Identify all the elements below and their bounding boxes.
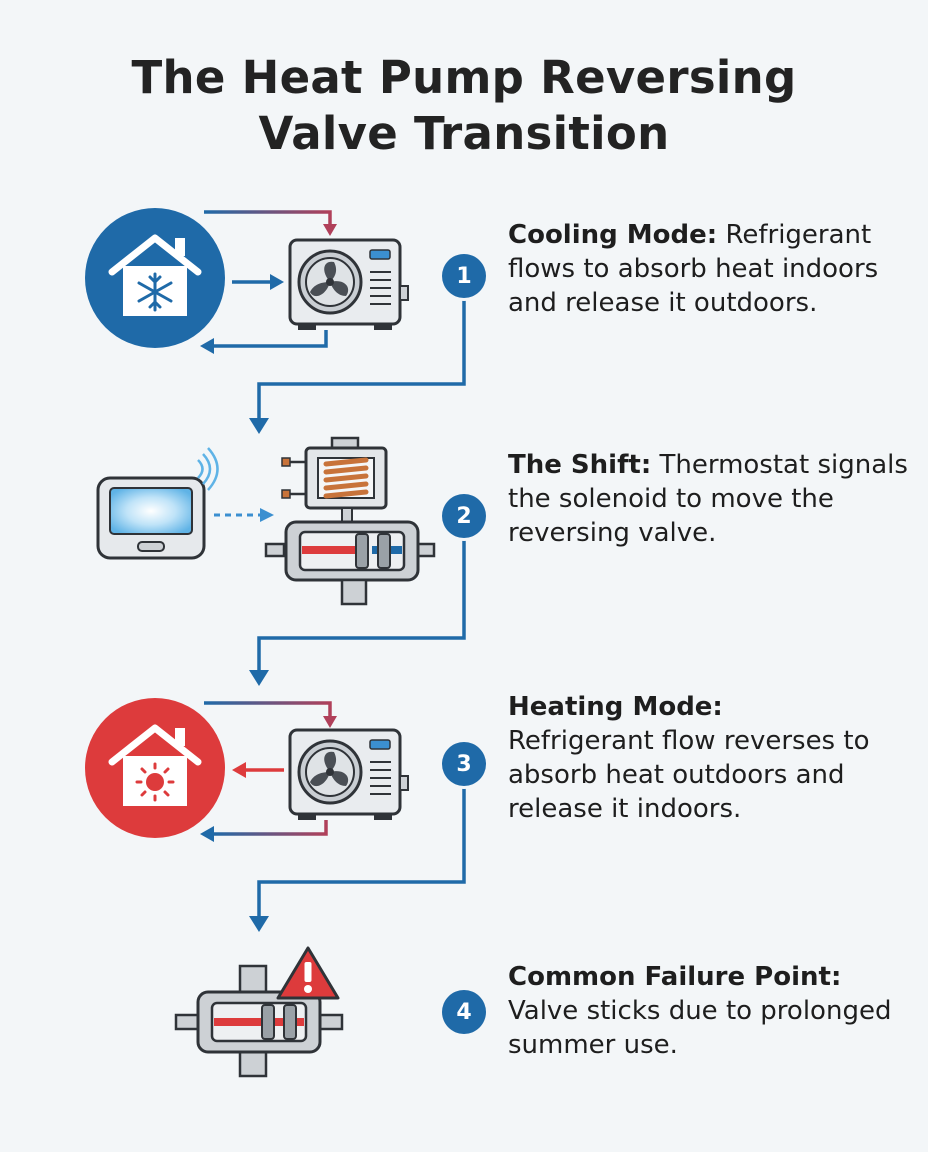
step-badge-1: 1 xyxy=(442,254,486,298)
step-badge-3: 3 xyxy=(442,742,486,786)
reversing-valve-icon xyxy=(264,520,436,606)
step-badge-2: 2 xyxy=(442,494,486,538)
stuck-valve-icon xyxy=(174,964,344,1078)
house-sun-icon xyxy=(85,698,225,838)
step-4-text: Common Failure Point: Valve sticks due t… xyxy=(508,960,908,1062)
title-line-1: The Heat Pump Reversing xyxy=(131,51,797,104)
house-snowflake-icon xyxy=(85,208,225,348)
step-4-heading: Common Failure Point: xyxy=(508,962,842,992)
step-3-body: Refrigerant flow reverses to absorb heat… xyxy=(508,726,870,824)
outdoor-unit-cooling xyxy=(288,238,410,332)
connector-3-4 xyxy=(257,786,466,918)
step-2-heading: The Shift: xyxy=(508,450,652,480)
step-2-text: The Shift: Thermostat signals the soleno… xyxy=(508,448,908,550)
step-3-text: Heating Mode: Refrigerant flow reverses … xyxy=(508,690,908,826)
step-badge-4: 4 xyxy=(442,990,486,1034)
step-3-heading: Heating Mode: xyxy=(508,692,723,722)
flow-arrow-bottom xyxy=(212,330,328,348)
connector-2-3 xyxy=(257,540,466,672)
flow-arrow-top-heating xyxy=(204,701,332,718)
connector-1-2 xyxy=(257,298,466,420)
step-1-heading: Cooling Mode: xyxy=(508,220,718,250)
step-2-body: Thermostat signals the solenoid to move … xyxy=(508,450,908,548)
step-1-text: Cooling Mode: Refrigerant flows to absor… xyxy=(508,218,908,320)
outdoor-unit-heating xyxy=(288,728,410,822)
title-line-2: Valve Transition xyxy=(258,107,670,160)
flow-arrow-top xyxy=(204,210,332,226)
thermostat-icon xyxy=(96,447,219,560)
step-4-body: Valve sticks due to prolonged summer use… xyxy=(508,996,892,1060)
warning-icon xyxy=(276,946,340,1000)
solenoid-icon xyxy=(281,436,388,523)
step-1-body: Refrigerant flows to absorb heat indoors… xyxy=(508,220,879,318)
flow-arrow-bottom-heating xyxy=(212,820,328,836)
page-title: The Heat Pump Reversing Valve Transition xyxy=(0,50,928,162)
